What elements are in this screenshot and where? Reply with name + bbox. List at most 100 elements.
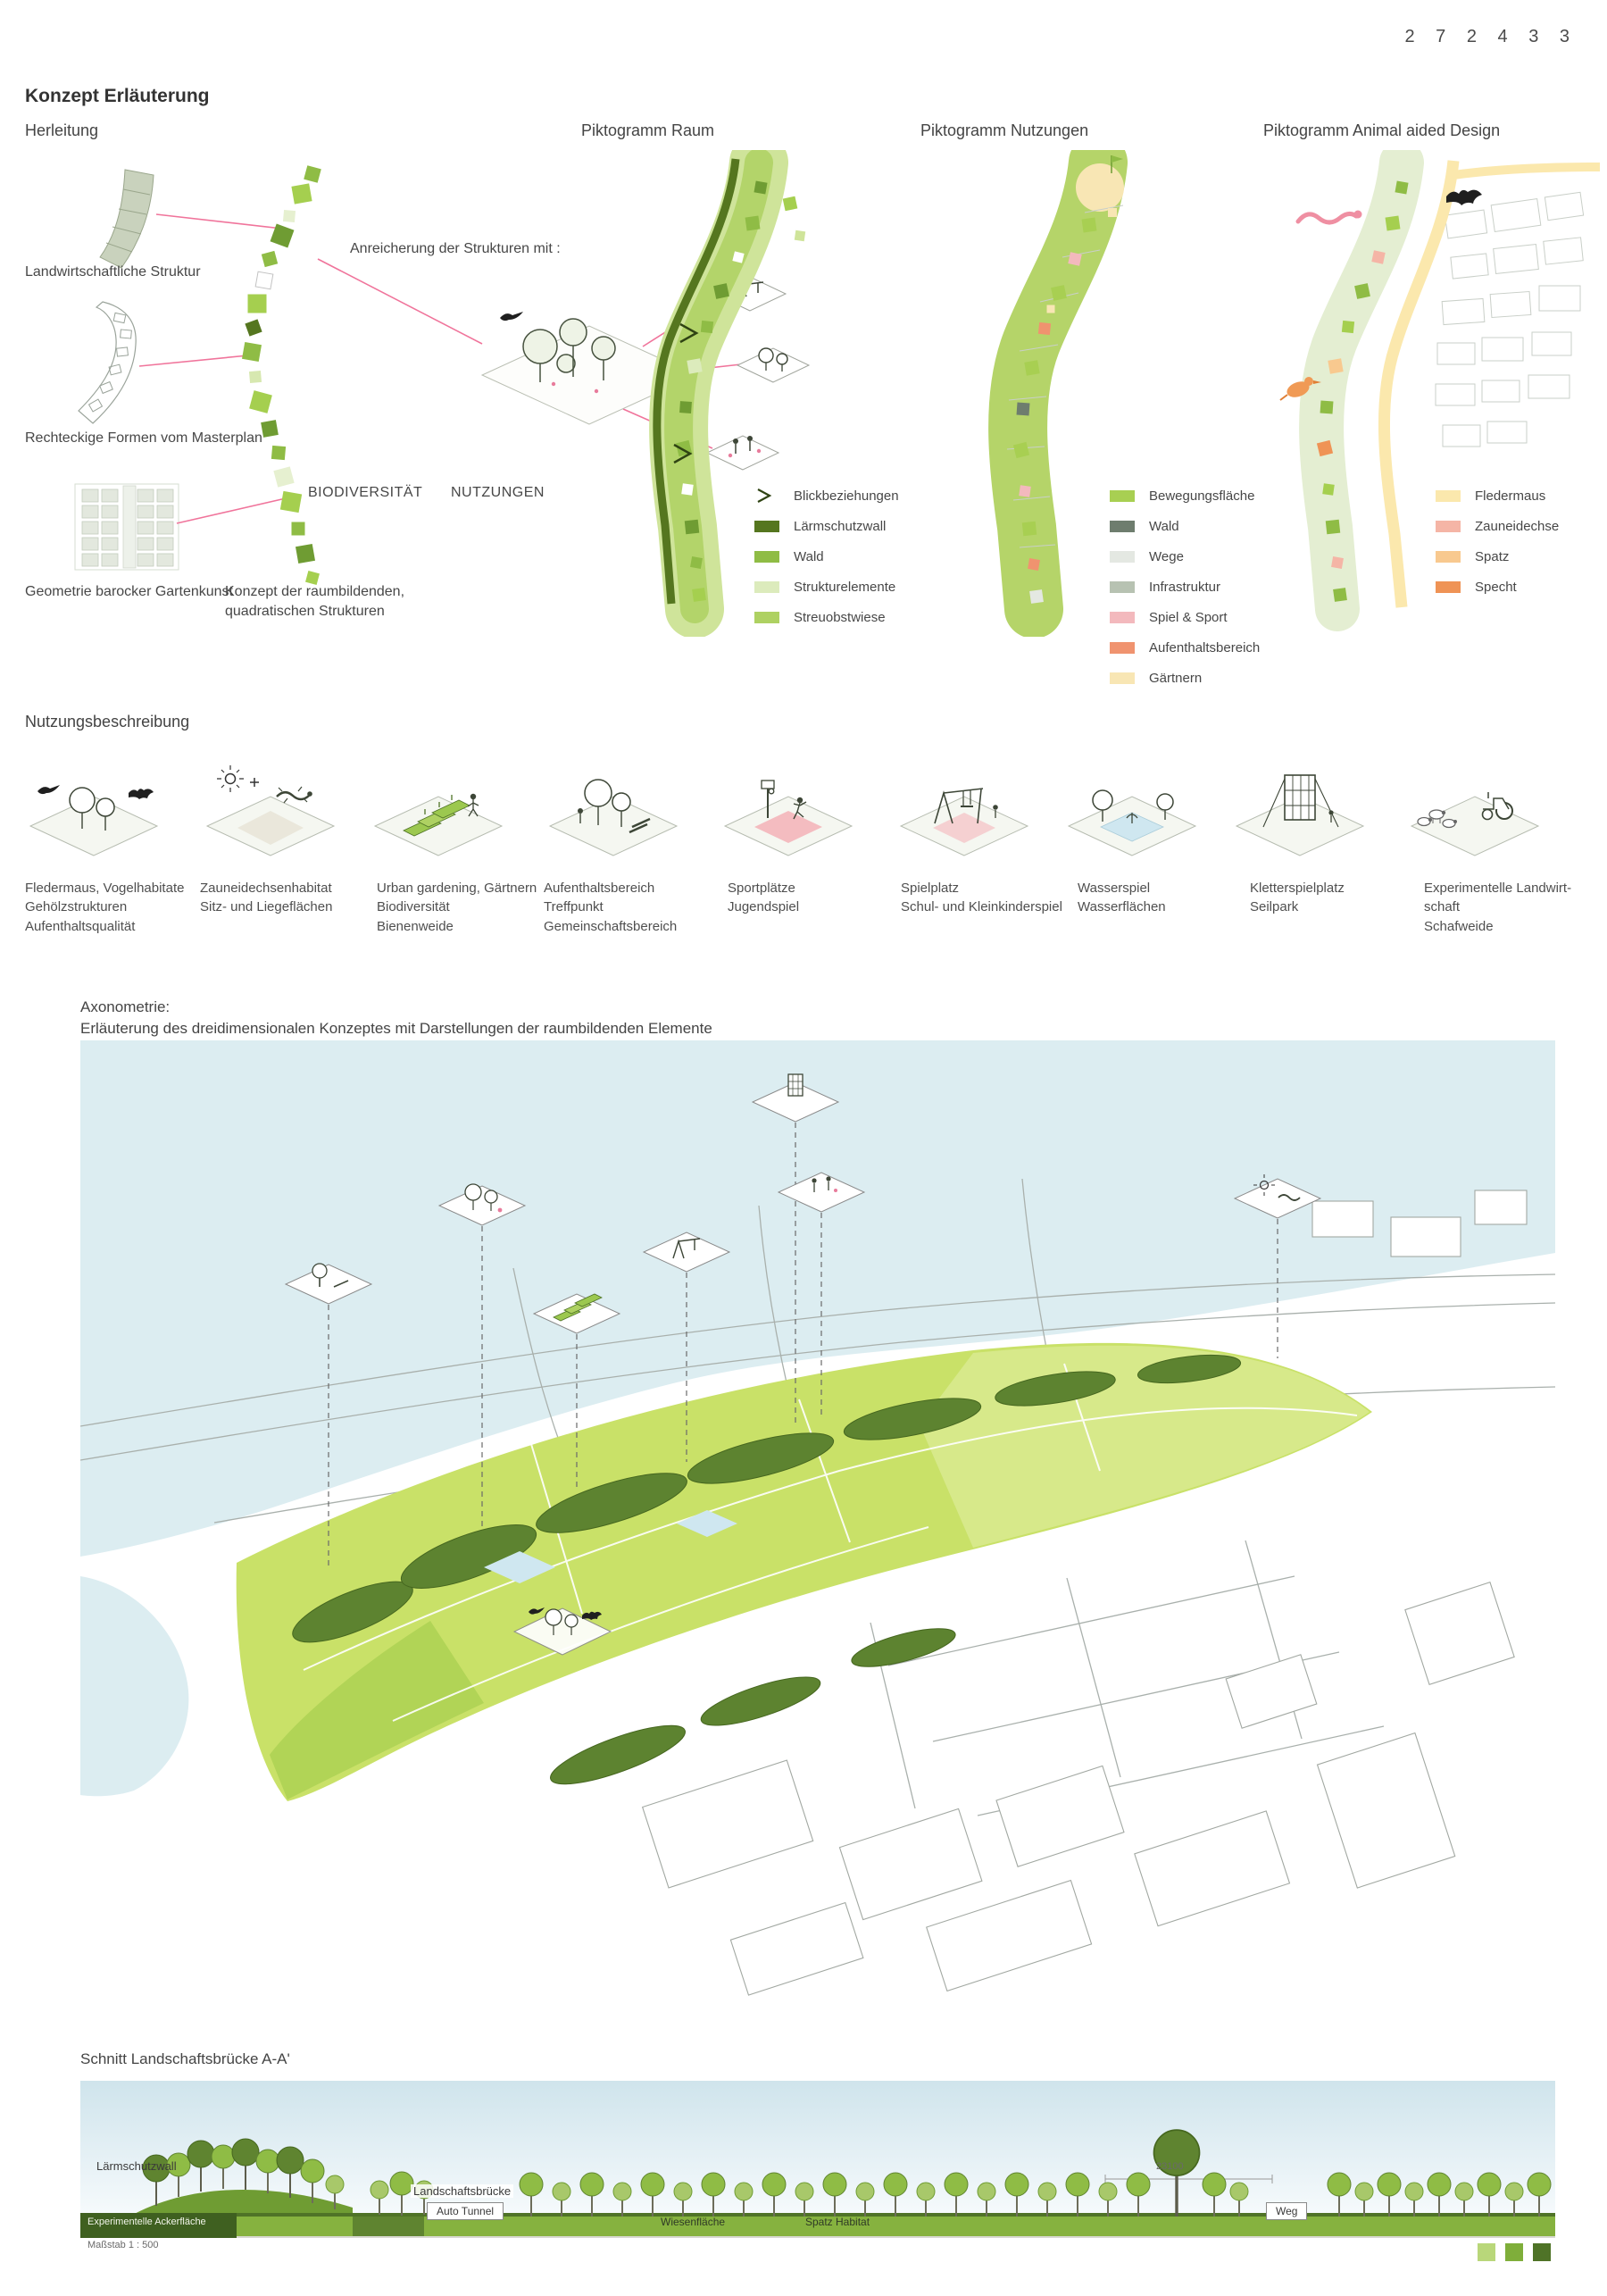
bat-icon <box>1446 189 1482 205</box>
tree-clusters <box>292 1354 1242 1785</box>
pictogram-caption: Experimentelle Landwirt- schaft Schafwei… <box>1424 881 1572 934</box>
color-swatch <box>1110 672 1135 684</box>
pond <box>677 1510 737 1537</box>
legend-label: Wald <box>794 548 824 564</box>
climbing-tower-icon <box>1262 774 1339 828</box>
axon-tile-kletterturm <box>751 1073 840 1123</box>
legend-row-fledermaus: Fledermaus <box>1436 487 1559 505</box>
pictogram-spielplatz <box>899 788 1029 856</box>
color-swatch <box>1110 641 1135 654</box>
sheep-icon <box>1417 809 1457 829</box>
lizard-icon <box>1295 210 1362 225</box>
color-swatch <box>1110 520 1135 532</box>
pictogram-caption: Kletterspielplatz Seilpark <box>1250 881 1345 915</box>
pictogram-urban-gardening <box>373 793 504 856</box>
legend-row-wege: Wege <box>1110 547 1260 565</box>
bird-icon <box>529 1607 545 1615</box>
legend-row-zauneidechse: Zauneidechse <box>1436 517 1559 535</box>
raum-diagram <box>649 150 806 637</box>
legend-label: Wald <box>1149 518 1179 534</box>
color-swatch <box>1436 550 1461 563</box>
aad-diagram <box>1279 150 1601 631</box>
sun-icon <box>224 772 237 785</box>
color-swatch <box>754 580 779 593</box>
label-spatzhabitat: Spatz Habitat <box>805 2216 870 2228</box>
legend-label: Strukturelemente <box>794 579 896 595</box>
raum-structure-squares <box>675 180 806 602</box>
section-title-nutzungsbeschreibung: Nutzungsbeschreibung <box>25 713 190 731</box>
building-outlines <box>641 1190 1528 1996</box>
field-box <box>80 2213 237 2238</box>
axon-tile-biodiversitaet <box>512 1607 612 1656</box>
section-title-raum: Piktogramm Raum <box>581 121 715 139</box>
water <box>80 1576 189 1797</box>
agriculture-structure-shape <box>99 169 154 269</box>
basketball-hoop-icon <box>761 780 775 818</box>
park-paths <box>303 1363 1358 1722</box>
section-title-herleitung: Herleitung <box>25 121 99 139</box>
weg-box: Weg <box>1266 2202 1308 2220</box>
legend-label: Lärmschutzwall <box>794 518 887 534</box>
axonometric-drawing <box>80 1040 1555 1996</box>
view-arrows <box>673 322 699 464</box>
pond <box>484 1551 555 1583</box>
masterplan-shape <box>78 301 137 424</box>
auto-tunnel-box: Auto Tunnel <box>427 2202 504 2220</box>
label-anreicherung: Anreicherung der Strukturen mit : <box>350 241 561 256</box>
legend-row-specht: Specht <box>1436 578 1559 596</box>
pictogram-caption: Sportplätze Jugendspiel <box>728 881 800 915</box>
label-nutzungen-caps: NUTZUNGEN <box>451 485 545 500</box>
pictogram-caption: Fledermaus, Vogelhabitate Gehölzstruktur… <box>25 881 185 934</box>
pictogram-zauneidechse <box>205 765 336 856</box>
color-swatch <box>1436 489 1461 502</box>
label-barock: Geometrie barocker Gartenkunst <box>25 584 233 599</box>
logo-square-light <box>1478 2243 1495 2261</box>
pictogram-kletterspielplatz <box>1235 774 1365 856</box>
axon-tile-spielplatz <box>642 1231 731 1273</box>
tractor-icon <box>1481 792 1513 821</box>
logo-square-dark <box>1533 2243 1551 2261</box>
legend-row-bewegungsflaeche: Bewegungsfläche <box>1110 487 1260 505</box>
bird-icon <box>500 312 523 321</box>
bird-icon <box>37 785 60 795</box>
person-icon <box>793 797 807 820</box>
label-landschaftsbruecke: Landschaftsbrücke <box>411 2184 514 2198</box>
axon-tile-garten <box>532 1293 621 1334</box>
section-drawing <box>80 2081 1555 2238</box>
legend-row-spatz: Spatz <box>1436 547 1559 565</box>
label-ackerflaeche: Experimentelle Ackerfläche <box>87 2217 206 2227</box>
concept-sketch <box>480 312 698 425</box>
legend-row-spiel-sport: Spiel & Sport <box>1110 608 1260 626</box>
label-konzept: Konzept der raumbildenden, quadratischen… <box>225 584 405 619</box>
woodpecker-icon <box>1279 377 1321 401</box>
axon-tile-zauneidechse <box>1233 1174 1322 1219</box>
pictogram-caption: Urban gardening, Gärtnern Biodiversität … <box>377 881 537 934</box>
usage-mini-tile-trees <box>736 347 811 383</box>
legend-row-laermschutzwall: Lärmschutzwall <box>754 517 899 535</box>
dimension-label: 23100 <box>1156 2161 1184 2172</box>
pictogram-fledermaus-habitat <box>29 785 159 856</box>
person-icon <box>1328 810 1334 822</box>
plus-icon <box>250 778 259 787</box>
legend-label: Wege <box>1149 548 1184 564</box>
pictogram-aufenthaltsbereich <box>548 779 679 856</box>
label-biodiversitaet: BIODIVERSITÄT <box>308 485 423 500</box>
nutzungen-patches <box>1012 182 1117 604</box>
label-massstab: Maßstab 1 : 500 <box>87 2240 159 2250</box>
fountain-icon <box>1126 813 1138 823</box>
color-swatch <box>754 520 779 532</box>
legend-row-wald: Wald <box>754 547 899 565</box>
color-swatch <box>1110 580 1135 593</box>
color-swatch <box>754 550 779 563</box>
section-title-nutzungen: Piktogramm Nutzungen <box>920 121 1089 139</box>
legend-label: Infrastruktur <box>1149 579 1221 595</box>
axon-tile-gehoelz <box>437 1183 527 1226</box>
noise-mound <box>129 2189 353 2217</box>
legend-row-strukturelemente: Strukturelemente <box>754 578 899 596</box>
axonometrie-title: Axonometrie: <box>80 998 171 1015</box>
view-arrow-icon <box>754 488 779 504</box>
flag-marker <box>1111 155 1123 173</box>
pictogram-caption: Wasserspiel Wasserflächen <box>1078 881 1166 915</box>
legend-label: Bewegungsfläche <box>1149 488 1255 504</box>
